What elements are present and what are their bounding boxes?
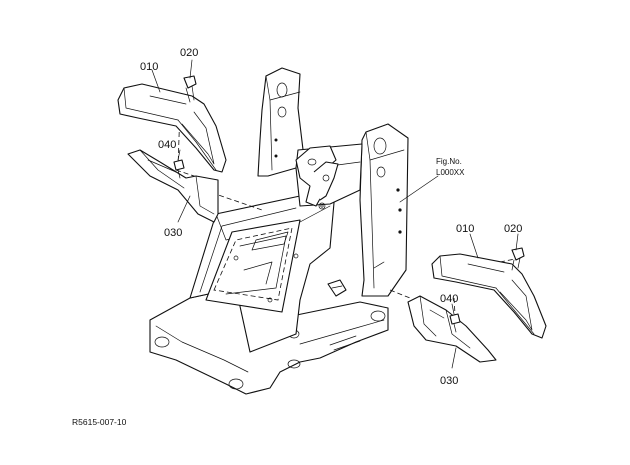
bracket-030-right	[407, 295, 497, 363]
screw-040-right	[449, 313, 461, 325]
left-part-group	[117, 59, 227, 223]
label-020-right: 020	[504, 223, 522, 235]
label-030-right: 030	[440, 375, 458, 387]
label-010-left: 010	[140, 61, 158, 73]
label-040-left: 040	[158, 139, 176, 151]
fig-no-label: Fig.No.	[436, 157, 462, 166]
fig-no-value: L000XX	[436, 168, 465, 177]
reference-code: R5615-007-10	[72, 417, 127, 427]
bracket-030-left	[127, 149, 219, 223]
fig-no-leader	[399, 175, 439, 203]
step-cover-010-left	[117, 83, 227, 173]
main-frame	[149, 67, 409, 395]
screw-040-left	[173, 159, 185, 171]
clip-020-left	[183, 75, 197, 89]
right-part-group	[407, 233, 547, 369]
label-040-right: 040	[440, 293, 458, 305]
clip-020-right	[511, 247, 525, 261]
step-cover-010-right	[431, 253, 547, 339]
label-030-left: 030	[164, 227, 182, 239]
label-020-left: 020	[180, 47, 198, 59]
label-010-right: 010	[456, 223, 474, 235]
